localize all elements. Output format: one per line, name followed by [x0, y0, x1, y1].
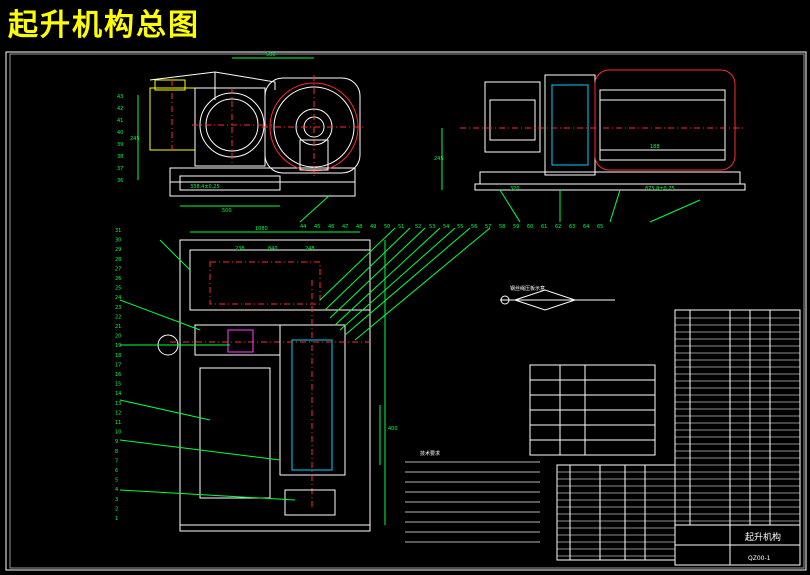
callout-64: 64	[583, 224, 589, 230]
callout-65: 65	[597, 224, 603, 230]
callout-53: 53	[429, 224, 435, 230]
callout-1: 1	[115, 516, 118, 522]
front-view: 500 500 338.4±0.25 245	[130, 52, 366, 214]
callout-16: 16	[115, 372, 121, 378]
callout-19: 19	[115, 343, 121, 349]
dim-side-height: 245	[434, 156, 444, 162]
callout-20: 20	[115, 334, 121, 340]
callout-51: 51	[398, 224, 404, 230]
side-view: 245 320 875.8±0.75 188	[434, 69, 746, 192]
callout-41: 41	[117, 118, 123, 124]
dim-front-bottom: 500	[222, 208, 232, 214]
callout-5: 5	[115, 478, 118, 484]
callout-58: 58	[499, 224, 505, 230]
callout-31: 31	[115, 228, 121, 234]
callout-13: 13	[115, 401, 121, 407]
dim-plan-right: 248	[305, 246, 315, 252]
callout-29: 29	[115, 247, 121, 253]
callout-43: 43	[117, 94, 123, 100]
callout-48: 48	[356, 224, 362, 230]
leader-lines	[119, 189, 701, 501]
dim-plan-mid: 840	[268, 246, 278, 252]
callout-4: 4	[115, 487, 118, 493]
callout-42: 42	[117, 106, 123, 112]
callout-22: 22	[115, 314, 121, 320]
title-block-number: QZ00-1	[748, 555, 771, 562]
callout-14: 14	[115, 391, 121, 397]
title-block-name: 起升机构	[745, 531, 781, 543]
callout-55: 55	[457, 224, 463, 230]
callout-3: 3	[115, 497, 118, 503]
callout-56: 56	[471, 224, 477, 230]
callout-15: 15	[115, 382, 121, 388]
callout-38: 38	[117, 154, 123, 160]
callout-24: 24	[115, 295, 121, 301]
callout-8: 8	[115, 449, 118, 455]
callout-27: 27	[115, 266, 121, 272]
callout-25: 25	[115, 286, 121, 292]
tech-req-title: 技术要求	[420, 450, 440, 457]
callout-59: 59	[513, 224, 519, 230]
callout-54: 54	[443, 224, 449, 230]
plan-view: 1080 238 840 248 400	[157, 226, 398, 532]
callout-60: 60	[527, 224, 533, 230]
callout-30: 30	[115, 238, 121, 244]
callout-49: 49	[370, 224, 376, 230]
dim-plan-left: 238	[235, 246, 245, 252]
tech-requirements: 技术要求	[405, 450, 540, 543]
callout-11: 11	[115, 420, 121, 426]
dim-side-small: 188	[650, 144, 660, 150]
bottom-table-rows	[557, 471, 675, 557]
rope-clamp-detail: 钢丝绳压板示意	[500, 285, 615, 311]
dim-plan-height: 400	[388, 426, 398, 432]
callout-6: 6	[115, 468, 118, 474]
drawing-title: 起升机构总图	[8, 8, 200, 43]
title-block	[674, 524, 801, 566]
callout-10: 10	[115, 430, 121, 436]
callout-40: 40	[117, 130, 123, 136]
callout-63: 63	[569, 224, 575, 230]
callout-45: 45	[314, 224, 320, 230]
callout-47: 47	[342, 224, 348, 230]
callout-12: 12	[115, 410, 121, 416]
callout-57: 57	[485, 224, 491, 230]
callout-50: 50	[384, 224, 390, 230]
dim-plan-top: 1080	[255, 226, 268, 232]
callout-61: 61	[541, 224, 547, 230]
spec-table	[529, 364, 656, 456]
callout-7: 7	[115, 458, 118, 464]
inner-border	[9, 53, 805, 569]
callout-2: 2	[115, 506, 118, 512]
callout-46: 46	[328, 224, 334, 230]
callout-21: 21	[115, 324, 121, 330]
callout-18: 18	[115, 353, 121, 359]
dim-front-top: 500	[266, 52, 276, 58]
callout-26: 26	[115, 276, 121, 282]
parts-list-rows	[675, 317, 800, 522]
callout-9: 9	[115, 439, 118, 445]
callout-52: 52	[415, 224, 421, 230]
callout-17: 17	[115, 362, 121, 368]
detail-label: 钢丝绳压板示意	[510, 285, 545, 292]
callout-37: 37	[117, 166, 123, 172]
callout-44: 44	[300, 224, 306, 230]
callout-36: 36	[117, 178, 123, 184]
dim-front-height: 245	[130, 136, 140, 142]
callout-39: 39	[117, 142, 123, 148]
bottom-parts-table	[556, 464, 676, 561]
callout-28: 28	[115, 257, 121, 263]
dim-front-base: 338.4±0.25	[190, 184, 220, 190]
dim-side-right: 875.8±0.75	[645, 186, 675, 192]
dim-side-left: 320	[510, 186, 520, 192]
callout-23: 23	[115, 305, 121, 311]
drawing-border	[5, 51, 807, 571]
callout-62: 62	[555, 224, 561, 230]
